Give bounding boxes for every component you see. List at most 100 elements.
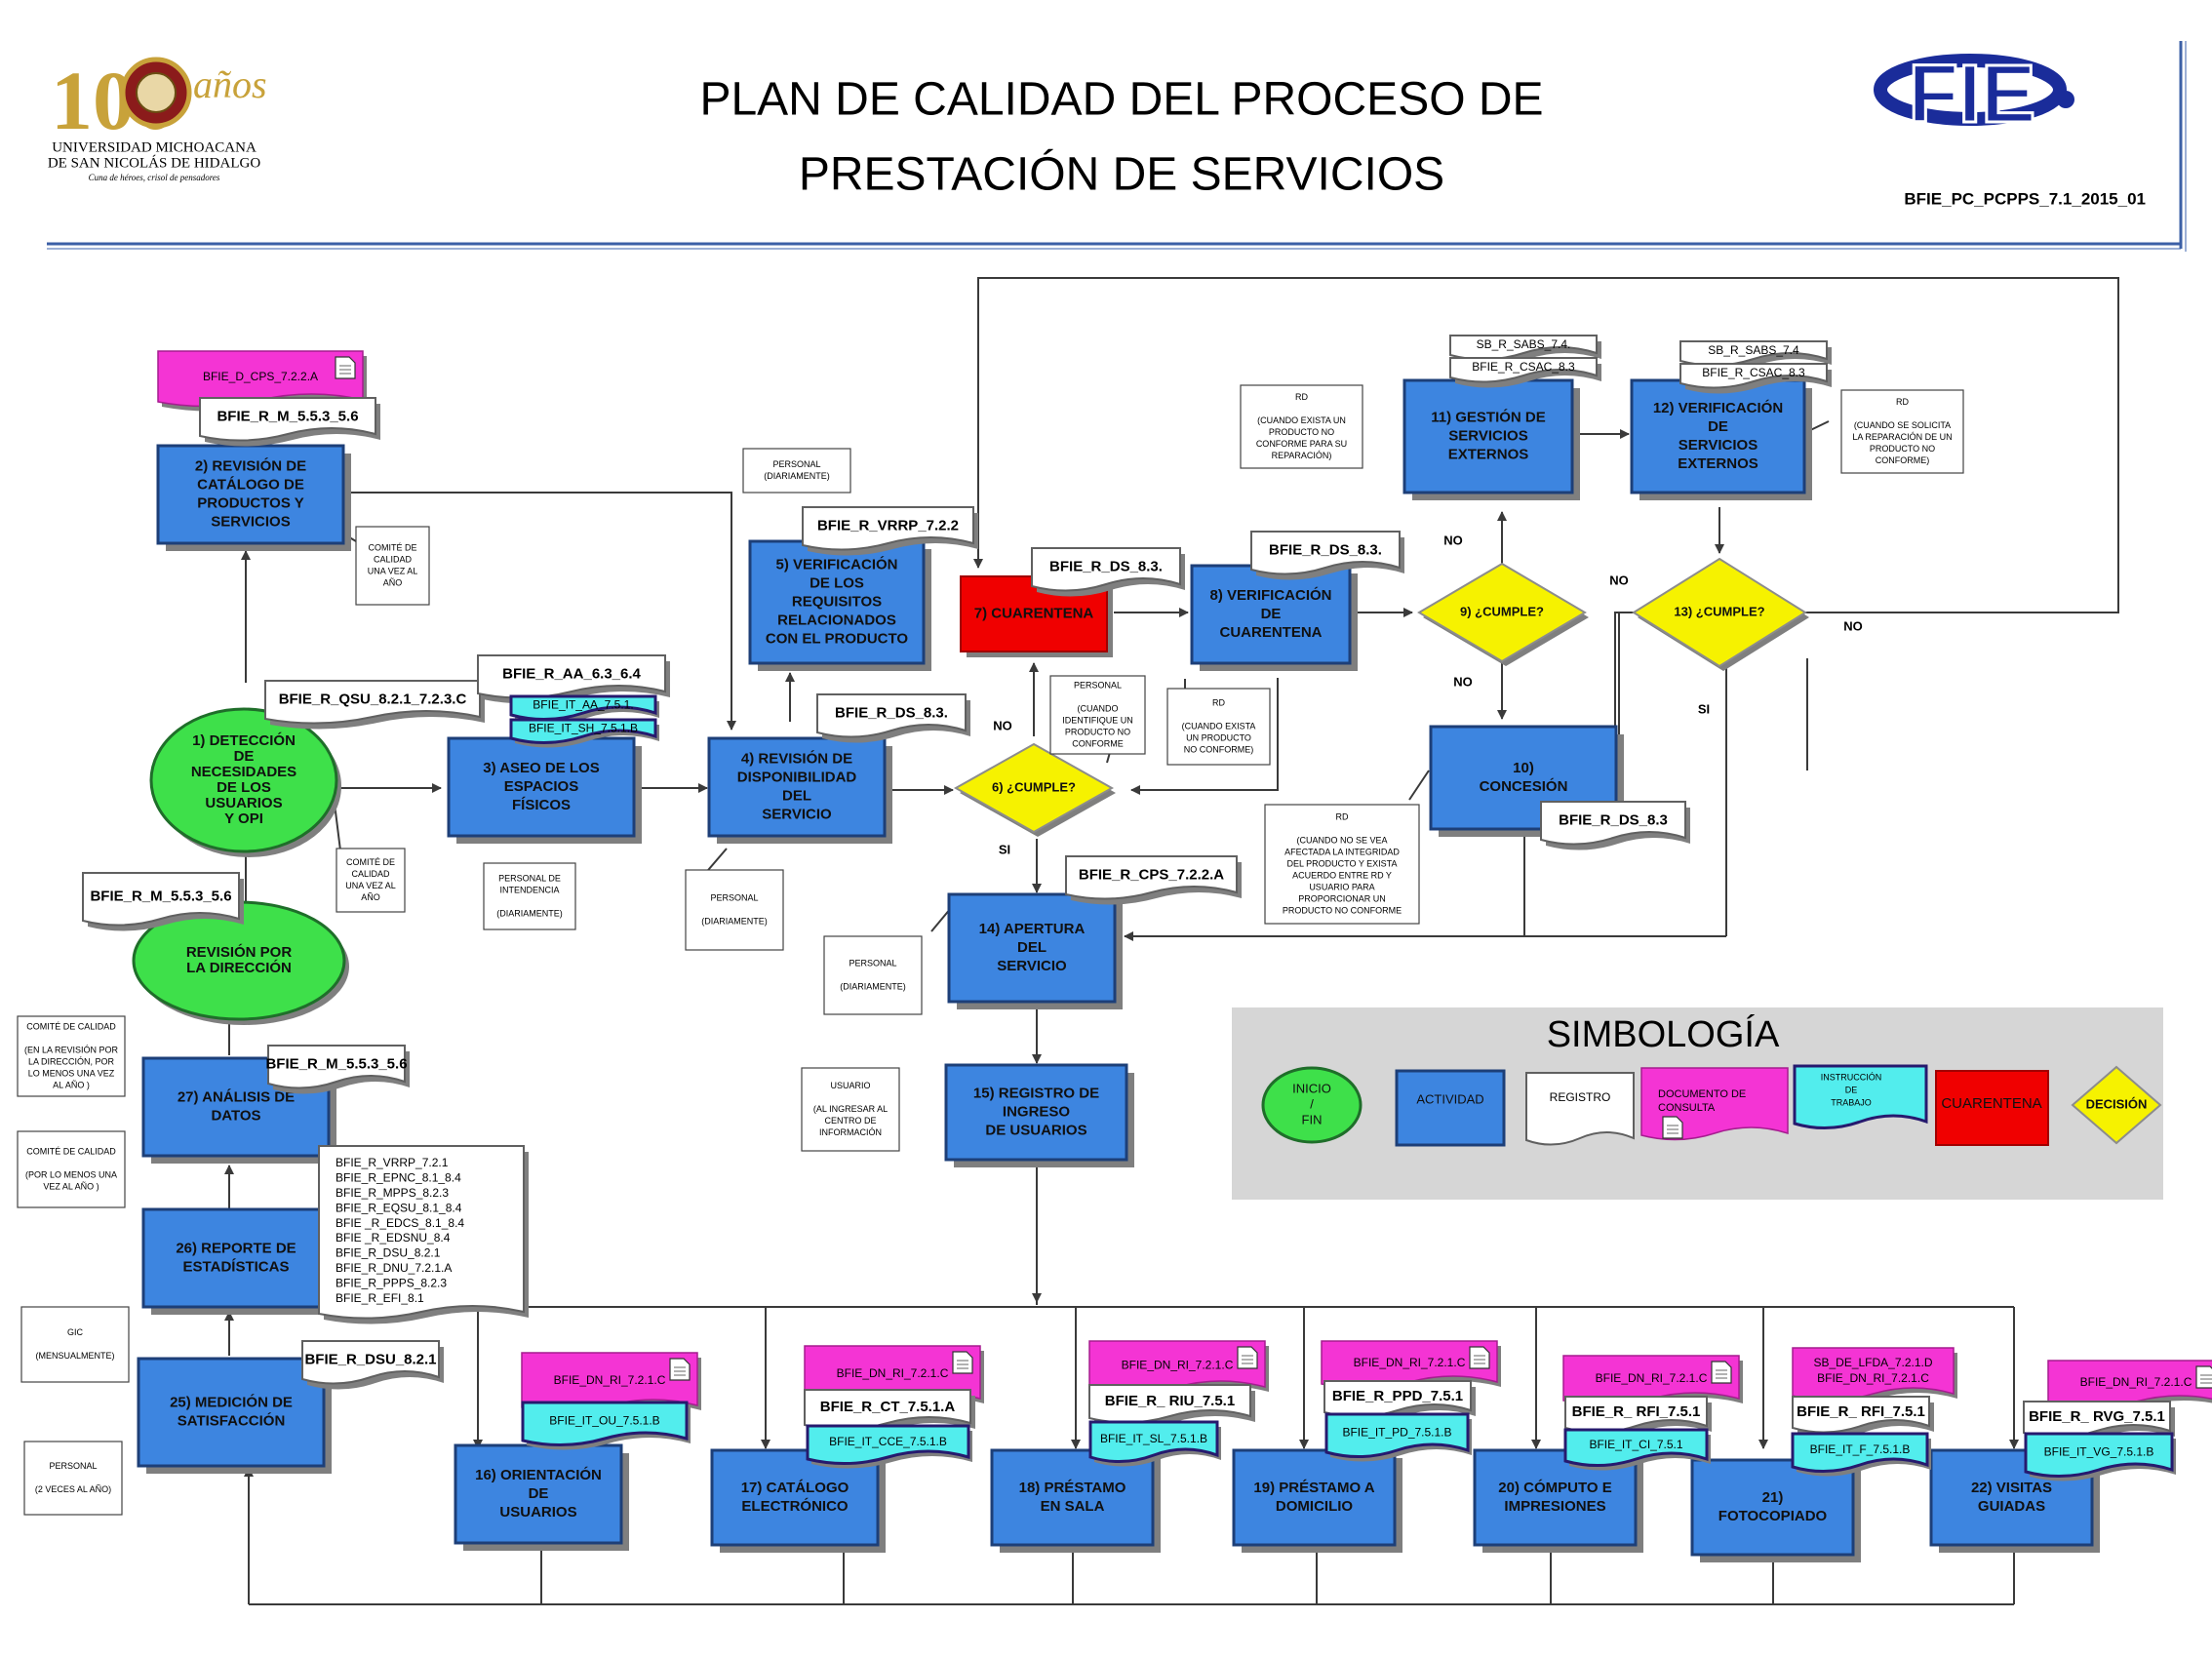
- instruction-label: BFIE_IT_OU_7.5.1.B: [549, 1414, 659, 1428]
- activity-label: 22) VISITAS: [1971, 1480, 2052, 1496]
- activity-label: DEL: [782, 787, 811, 804]
- record-shape: [318, 1145, 525, 1320]
- instruction-r21it: BFIE_IT_F_7.5.1.B: [1791, 1432, 1931, 1477]
- activity-label: SERVICIOS: [1448, 427, 1527, 444]
- decision-n13: 13) ¿CUMPLE?: [1632, 557, 1809, 671]
- flow-label-no: NO: [1443, 533, 1463, 547]
- flow-arrow: [973, 277, 2119, 613]
- note-text: LA REPARACIÓN DE UN: [1852, 432, 1952, 442]
- legend-activity-box: [1395, 1069, 1506, 1147]
- document-icon: [335, 356, 356, 379]
- record-list-item: BFIE_R_DNU_7.2.1.A: [336, 1261, 452, 1275]
- activity-label: DOMICILIO: [1276, 1498, 1353, 1515]
- note-text: PRODUCTO NO CONFORME: [1283, 905, 1402, 915]
- note-box: [1166, 688, 1271, 766]
- instruction-shape: [521, 1401, 689, 1446]
- record-label: BFIE_R_CT_7.5.1.A: [820, 1399, 956, 1415]
- flow-arrow: [332, 492, 736, 731]
- instruction-r19it: BFIE_IT_PD_7.5.1.B: [1324, 1412, 1472, 1462]
- record-list-item: BFIE_R_EQSU_8.1_8.4: [336, 1201, 462, 1214]
- decision-diamond: [1632, 557, 1807, 668]
- note-text: (AL INGRESAR AL: [813, 1104, 888, 1114]
- activity-label: 20) CÓMPUTO E: [1498, 1479, 1611, 1496]
- note-text: PRODUCTO NO: [1065, 727, 1130, 736]
- flow-label-no: NO: [1843, 618, 1863, 633]
- legend-title: SIMBOLOGÍA: [1547, 1013, 1780, 1055]
- activity-box: [1402, 378, 1574, 494]
- note-text: PERSONAL: [849, 958, 896, 968]
- document-icon-sheet: [1237, 1346, 1258, 1369]
- activity-label: 8) VERIFICACIÓN: [1209, 586, 1331, 604]
- terminal-label: DE LOS: [217, 779, 271, 796]
- record-shape: [1449, 357, 1598, 383]
- note-text: ACUERDO ENTRE RD Y: [1292, 870, 1392, 880]
- note-text: (DIARIAMENTE): [764, 471, 830, 481]
- record-r14: BFIE_R_CPS_7.2.2.A: [1065, 855, 1242, 905]
- legend-inicio: INICIO/FIN: [1261, 1066, 1363, 1144]
- instruction-shape: [806, 1424, 970, 1465]
- flow-label-no: NO: [1609, 573, 1629, 587]
- flow-label-no: NO: [993, 718, 1012, 732]
- document-icon: [2195, 1365, 2212, 1389]
- record-label: BFIE_R_VRRP_7.2.2: [817, 517, 959, 533]
- document-r19doc: BFIE_DN_RI_7.2.1.C: [1321, 1340, 1501, 1394]
- activity-label: 4) REVISIÓN DE: [741, 749, 852, 767]
- activity-label: CON EL PRODUCTO: [766, 630, 908, 647]
- activity-box: [944, 1063, 1128, 1162]
- terminal-label: LA DIRECCIÓN: [186, 959, 292, 976]
- document-label: BFIE_DN_RI_7.2.1.C: [1596, 1371, 1708, 1385]
- note-text: AFECTADA LA INTEGRIDAD: [1284, 847, 1400, 856]
- legend-terminal-shape: [1261, 1066, 1363, 1144]
- legend-instruction-shape: [1793, 1064, 1928, 1130]
- decision-diamond: [953, 742, 1115, 834]
- record-label: BFIE_R_DS_8.3.: [1269, 541, 1382, 558]
- legend-decision: DECISIÓN: [2071, 1065, 2162, 1145]
- note-box: [23, 1441, 123, 1516]
- instruction-r3c: BFIE_IT_SH_7.5.1.B: [509, 718, 659, 748]
- record-label: BFIE_R_ RIU_7.5.1: [1105, 1393, 1235, 1409]
- activity-box: [454, 1443, 623, 1545]
- activity-n7: 7) CUARENTENA: [960, 575, 1113, 657]
- activity-label: 19) PRÉSTAMO A: [1253, 1480, 1374, 1496]
- flow-label-si: SI: [999, 842, 1010, 856]
- record-r26list: BFIE_R_VRRP_7.2.1BFIE_R_EPNC_8.1_8.4BFIE…: [318, 1145, 529, 1324]
- document-label: BFIE_DN_RI_7.2.1.C: [837, 1366, 949, 1380]
- note-text: (POR LO MENOS UNA: [25, 1169, 117, 1179]
- record-shape: [1540, 801, 1686, 846]
- activity-box: [707, 736, 887, 838]
- legend-terminal-label: INICIO: [1292, 1081, 1331, 1095]
- note-text: GIC: [67, 1327, 84, 1337]
- document-icon-sheet: [1469, 1346, 1490, 1369]
- instruction-shape: [1791, 1432, 1929, 1474]
- activity-label: 18) PRÉSTAMO: [1019, 1480, 1126, 1496]
- instruction-r18it: BFIE_IT_SL_7.5.1.B: [1088, 1420, 1221, 1467]
- note-text: PERSONAL DE: [498, 873, 561, 883]
- instruction-shape: [2024, 1432, 2174, 1479]
- note-text: (CUANDO: [1078, 703, 1119, 713]
- note-box: [1840, 389, 1964, 474]
- activity-label: SATISFACCIÓN: [178, 1411, 286, 1429]
- note-box: [742, 448, 851, 494]
- record-shape: [1065, 855, 1238, 900]
- legend-terminal-label: FIN: [1302, 1112, 1323, 1126]
- instruction-label: BFIE_IT_SH_7.5.1.B: [529, 722, 638, 735]
- activity-label: DEL: [1017, 939, 1047, 956]
- document-icon: [1662, 1116, 1683, 1139]
- record-shape: [477, 654, 666, 699]
- logo-fie-text: FIE: [1909, 48, 2036, 139]
- activity-label: EXTERNOS: [1678, 455, 1758, 472]
- record-rrev: BFIE_R_M_5.5.3_5.6: [82, 872, 244, 931]
- record-r4: BFIE_R_DS_8.3.: [816, 693, 970, 743]
- activity-label: CATÁLOGO DE: [197, 476, 304, 493]
- terminal-label: 1) DETECCIÓN: [192, 731, 296, 749]
- flow-label-si: SI: [1698, 701, 1710, 716]
- note-text: INFORMACIÓN: [819, 1127, 882, 1137]
- record-shape: [301, 1340, 440, 1385]
